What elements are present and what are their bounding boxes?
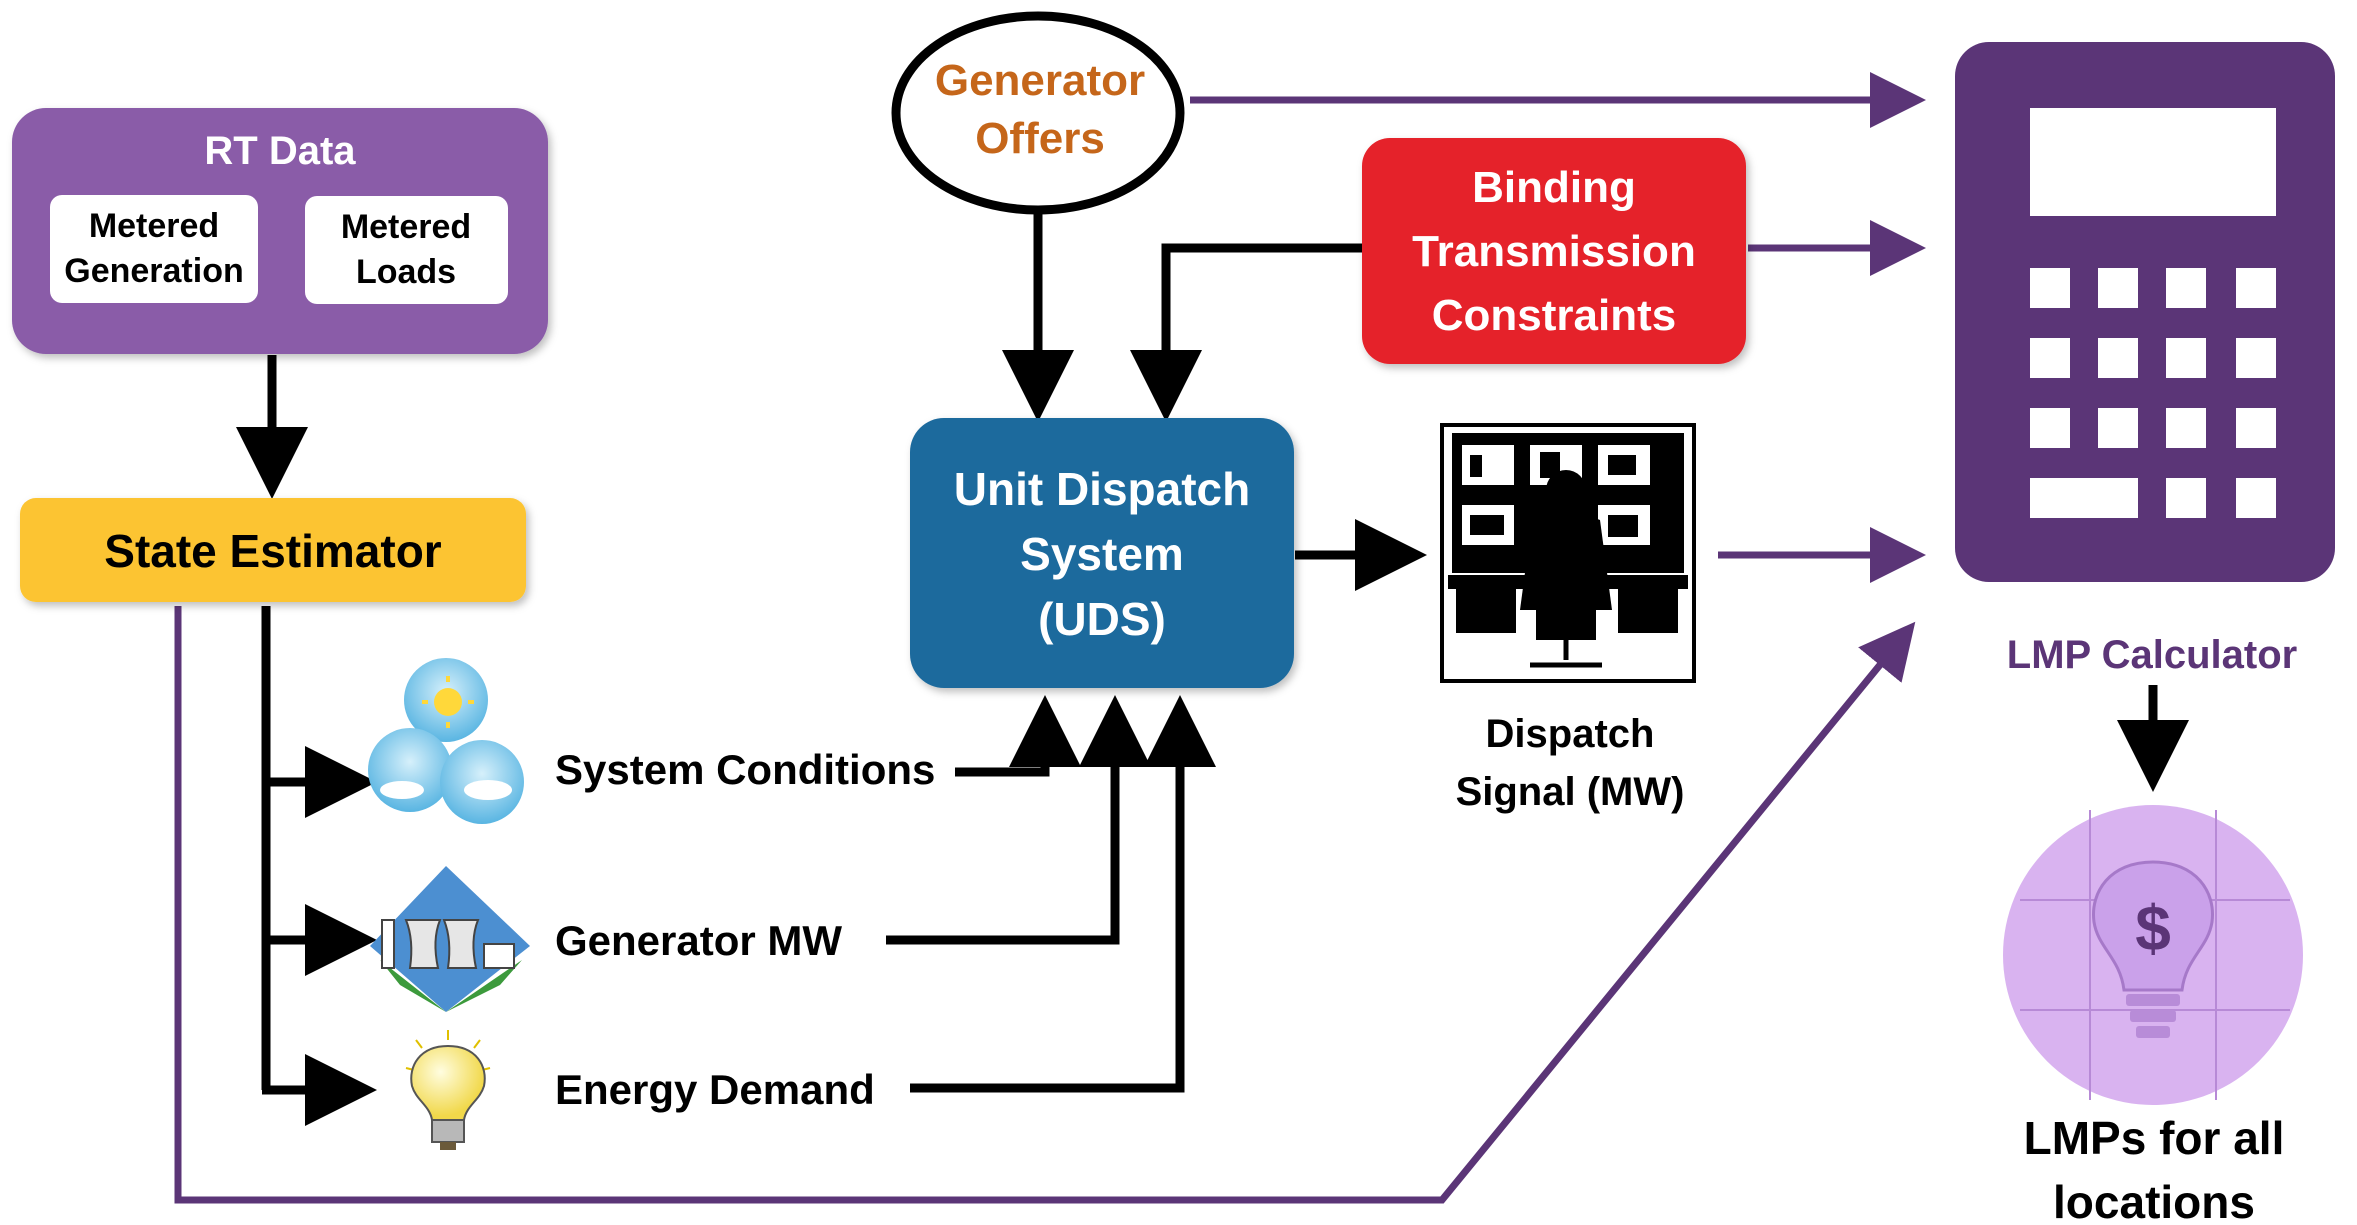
metered-loads-line2: Loads xyxy=(356,253,456,291)
generator-offers-line1: Generator xyxy=(935,56,1145,105)
connectors-black xyxy=(236,210,2189,1126)
uds-line2: System xyxy=(1020,528,1184,580)
generator-mw-label: Generator MW xyxy=(555,917,842,964)
metered-generation-box: Metered Generation xyxy=(50,195,258,303)
arrow-energy-demand-to-uds xyxy=(910,695,1216,1093)
calculator-icon xyxy=(1955,42,2335,582)
light-bulb-icon xyxy=(405,1030,491,1150)
system-conditions-label: System Conditions xyxy=(555,746,935,793)
metered-loads-box: Metered Loads xyxy=(305,196,508,304)
state-estimator-label: State Estimator xyxy=(104,525,442,577)
connectors-purple xyxy=(174,72,1926,1204)
generator-offers-ellipse: Generator Offers xyxy=(891,11,1185,215)
power-plant-icon xyxy=(370,866,530,1012)
uds-box: Unit Dispatch System (UDS) xyxy=(910,418,1294,688)
weather-icon xyxy=(368,658,524,824)
energy-demand-label: Energy Demand xyxy=(555,1066,875,1113)
arrow-binding-to-uds xyxy=(1130,243,1362,422)
lmps-line1: LMPs for all xyxy=(2024,1112,2285,1164)
generator-offers-line2: Offers xyxy=(975,114,1105,163)
dispatch-operator-icon xyxy=(1440,423,1696,683)
arrow-state-estimator-to-calculator xyxy=(174,606,1916,1204)
uds-line1: Unit Dispatch xyxy=(954,463,1250,515)
binding-constraints-line1: Binding xyxy=(1472,163,1636,212)
binding-constraints-line2: Transmission xyxy=(1412,227,1696,276)
rt-data-title: RT Data xyxy=(204,129,356,173)
arrow-generator-mw-to-uds xyxy=(886,695,1151,945)
dispatch-signal-line1: Dispatch xyxy=(1486,712,1655,756)
dollar-bulb-icon: $ xyxy=(2003,805,2303,1105)
dispatch-signal-line2: Signal (MW) xyxy=(1456,770,1685,814)
binding-constraints-line3: Constraints xyxy=(1432,291,1676,340)
lmps-line2: locations xyxy=(2053,1176,2255,1225)
dollar-symbol: $ xyxy=(2135,892,2171,964)
rt-data-box: RT Data Metered Generation Metered Loads xyxy=(12,108,548,354)
uds-line3: (UDS) xyxy=(1038,593,1166,645)
state-estimator-box: State Estimator xyxy=(20,498,526,602)
arrow-system-conditions-to-uds xyxy=(955,695,1081,777)
lmp-calculator-label: LMP Calculator xyxy=(2007,633,2297,677)
metered-generation-line1: Metered xyxy=(89,207,219,245)
metered-generation-line2: Generation xyxy=(64,252,243,290)
binding-constraints-box: Binding Transmission Constraints xyxy=(1362,138,1746,364)
metered-loads-line1: Metered xyxy=(341,208,471,246)
